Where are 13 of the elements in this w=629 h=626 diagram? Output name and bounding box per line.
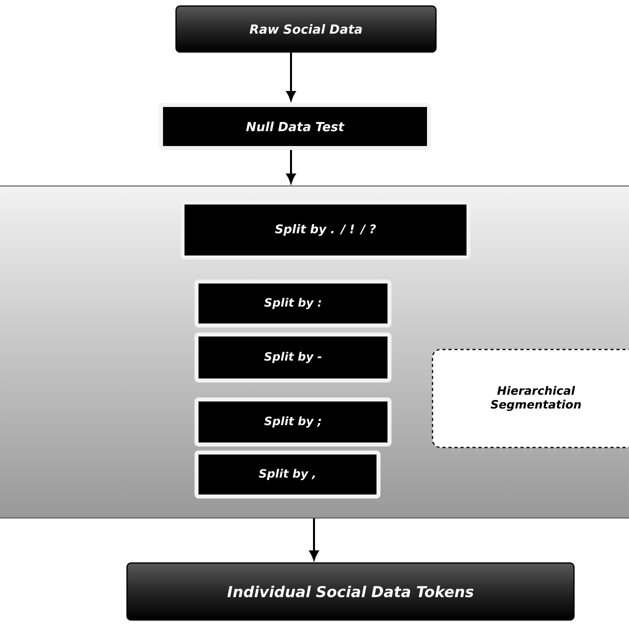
note-box: Hierarchical Segmentation — [432, 348, 629, 448]
split-box: Split by - — [194, 332, 392, 382]
split-box: Split by . / ! / ? — [180, 200, 470, 260]
segmentation-panel — [0, 186, 629, 518]
output-box: Individual Social Data Tokens — [126, 562, 575, 621]
arrow — [286, 150, 296, 184]
arrow — [309, 518, 319, 560]
process-box: Null Data Test — [159, 103, 431, 150]
split-box: Split by : — [194, 280, 392, 328]
process-box: Raw Social Data — [175, 5, 437, 53]
split-box: Split by , — [194, 450, 380, 498]
arrow — [286, 52, 296, 101]
split-box: Split by ; — [194, 398, 392, 446]
